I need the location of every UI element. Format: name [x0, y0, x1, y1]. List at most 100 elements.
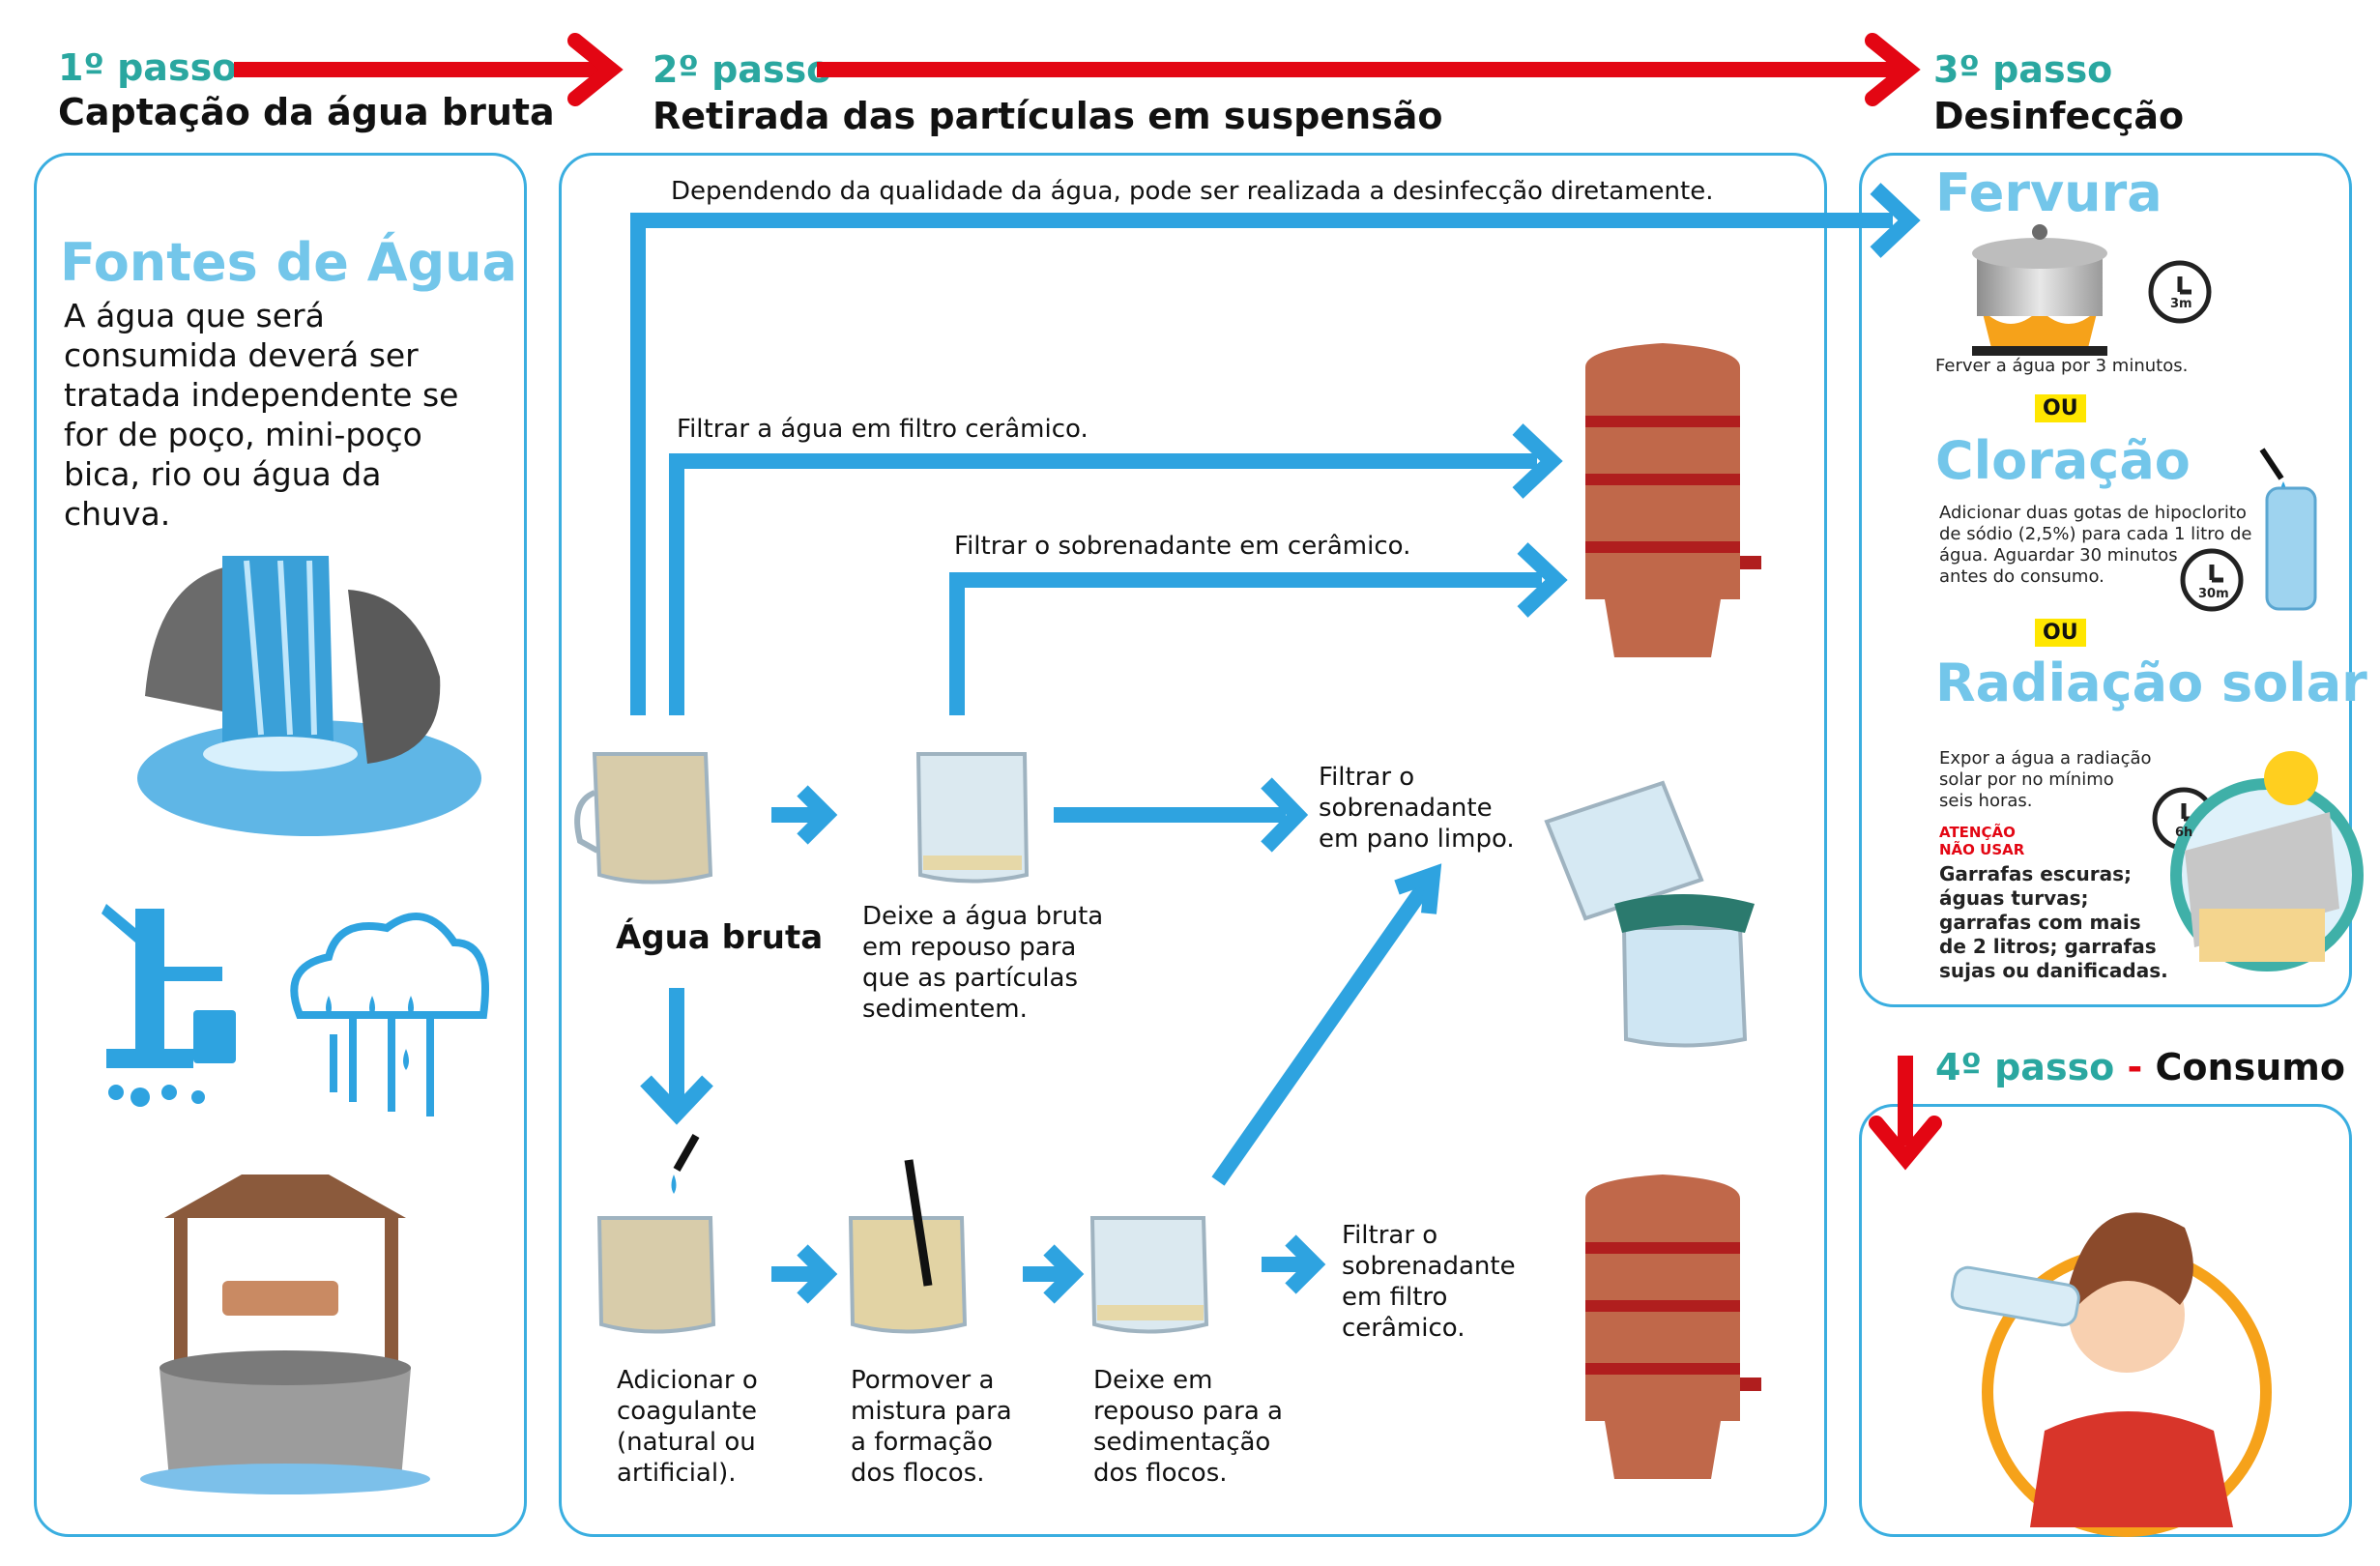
waterfall-icon: [137, 556, 481, 836]
rest-label: Deixe em repouso para a sedimentação dos…: [1093, 1365, 1283, 1489]
treatment-panel: [559, 153, 1827, 1537]
settle-line: que as partículas: [862, 964, 1079, 993]
step2-title: Retirada das partículas em suspensão: [653, 95, 1443, 137]
solar-line: seis horas.: [1939, 791, 2033, 811]
cloth-line: Filtrar o: [1319, 763, 1415, 792]
chlor-line: água. Aguardar 30 minutos: [1939, 545, 2178, 566]
filter2-line: cerâmico.: [1342, 1314, 1466, 1343]
sources-panel: [34, 153, 527, 1537]
ceramic-filter-label: Filtrar o sobrenadante em filtro cerâmic…: [1342, 1220, 1516, 1344]
filter-supernatant-note: Filtrar o sobrenadante em cerâmico.: [954, 532, 1411, 561]
rest-line: Deixe em: [1093, 1366, 1213, 1395]
sources-title: Fontes de Água: [60, 232, 518, 293]
rest-line: dos flocos.: [1093, 1459, 1228, 1488]
solar-clock-label: 6h: [2175, 826, 2193, 840]
solar-disinfection-icon: [2170, 751, 2364, 972]
chlorination-title: Cloração: [1935, 430, 2191, 491]
mix-line: dos flocos.: [851, 1459, 985, 1488]
pitcher-mixing-icon: [848, 1159, 968, 1334]
warning-item: águas turvas;: [1939, 886, 2089, 910]
step4-label: 4º passo: [1935, 1046, 2115, 1088]
filter-ceramic-note: Filtrar a água em filtro cerâmico.: [677, 415, 1088, 444]
pitcher-raw-icon: [574, 752, 713, 884]
settle-line: Deixe a água bruta: [862, 902, 1104, 931]
coagulant-line: Adicionar o: [617, 1366, 758, 1395]
dropper-bottle-icon: [2259, 448, 2317, 611]
warning-item: garrafas com mais: [1939, 911, 2141, 934]
warning-line: ATENÇÃO: [1939, 824, 2016, 841]
step4-dash: -: [2114, 1046, 2156, 1088]
cloth-line: em pano limpo.: [1319, 825, 1515, 854]
sources-text-line: A água que será: [64, 297, 325, 334]
rest-line: sedimentação: [1093, 1428, 1271, 1457]
sources-text-line: for de poço, mini-poço: [64, 416, 422, 453]
pitcher-settling-icon: [915, 752, 1030, 884]
ceramic-filter-icon-bottom: [1585, 1174, 1761, 1479]
sources-text: A água que será consumida deverá ser tra…: [64, 296, 458, 534]
pitcher-coagulant-icon: [596, 1134, 716, 1334]
coagulant-label: Adicionar o coagulante (natural ou artif…: [617, 1365, 758, 1489]
step4-heading: 4º passo - Consumo: [1935, 1046, 2345, 1088]
coagulant-line: artificial).: [617, 1459, 737, 1488]
step1-label: 1º passo: [58, 46, 238, 89]
sources-text-line: chuva.: [64, 495, 171, 533]
step4-title: Consumo: [2155, 1046, 2345, 1088]
boil-title: Fervura: [1935, 162, 2162, 223]
pitcher-rest-icon: [1089, 1216, 1209, 1334]
step3-label: 3º passo: [1933, 48, 2113, 91]
mix-line: Pormover a: [851, 1366, 995, 1395]
chlor-line: de sódio (2,5%) para cada 1 litro de: [1939, 524, 2252, 544]
well-icon: [140, 1174, 430, 1494]
warning-item: sujas ou danificadas.: [1939, 959, 2168, 982]
step2-label: 2º passo: [653, 48, 832, 91]
red-step-arrows: [234, 33, 1942, 1171]
warning-item: Garrafas escuras;: [1939, 862, 2133, 885]
settle-line: em repouso para: [862, 933, 1077, 962]
filter2-line: em filtro: [1342, 1283, 1448, 1312]
boil-clock-label: 3m: [2170, 297, 2192, 311]
or-badge-1: OU: [2035, 394, 2086, 422]
sources-text-line: tratada independente se: [64, 376, 459, 414]
boiling-pot-icon: [1972, 224, 2107, 356]
consumption-panel: [1859, 1104, 2352, 1537]
chlor-line: antes do consumo.: [1939, 566, 2104, 587]
solar-title: Radiação solar: [1935, 652, 2367, 713]
chlor-clock-label: 30m: [2198, 587, 2229, 601]
raw-water-label: Água bruta: [616, 918, 824, 957]
sources-text-line: consumida deverá ser: [64, 336, 419, 374]
mix-line: mistura para: [851, 1397, 1012, 1426]
warning-line: NÃO USAR: [1939, 841, 2025, 858]
filter2-line: Filtrar o: [1342, 1221, 1438, 1250]
solar-line: solar por no mínimo: [1939, 769, 2114, 790]
step3-title: Desinfecção: [1933, 95, 2185, 137]
warning-heading: ATENÇÃO NÃO USAR: [1939, 824, 2024, 858]
mix-line: a formação: [851, 1428, 993, 1457]
sources-text-line: bica, rio ou água da: [64, 455, 382, 493]
warning-items: Garrafas escuras; águas turvas; garrafas…: [1939, 862, 2168, 983]
pitcher-cloth-icon: [1544, 780, 1755, 1048]
rest-line: repouso para a: [1093, 1397, 1283, 1426]
mix-label: Pormover a mistura para a formação dos f…: [851, 1365, 1012, 1489]
settle-label: Deixe a água bruta em repouso para que a…: [862, 901, 1103, 1025]
direct-disinfection-note: Dependendo da qualidade da água, pode se…: [671, 177, 1714, 206]
solar-line: Expor a água a radiação: [1939, 748, 2152, 768]
rain-cloud-icon: [290, 913, 489, 1116]
cloth-filter-label: Filtrar o sobrenadante em pano limpo.: [1319, 762, 1515, 855]
hand-pump-icon: [102, 904, 236, 1107]
settle-line: sedimentem.: [862, 995, 1028, 1024]
disinfection-panel: [1859, 153, 2352, 1007]
blue-flow-arrows: [630, 183, 1921, 1304]
cloth-line: sobrenadante: [1319, 794, 1493, 823]
step1-title: Captação da água bruta: [58, 91, 555, 133]
or-badge-2: OU: [2035, 619, 2086, 647]
ceramic-filter-icon-top: [1585, 343, 1761, 657]
warning-item: de 2 litros; garrafas: [1939, 935, 2157, 958]
filter2-line: sobrenadante: [1342, 1252, 1516, 1281]
coagulant-line: coagulante: [617, 1397, 757, 1426]
chlor-line: Adicionar duas gotas de hipoclorito: [1939, 503, 2247, 523]
solar-text: Expor a água a radiação solar por no mín…: [1939, 748, 2152, 812]
coagulant-line: (natural ou: [617, 1428, 756, 1457]
chlorination-text: Adicionar duas gotas de hipoclorito de s…: [1939, 503, 2251, 588]
boil-text: Ferver a água por 3 minutos.: [1935, 356, 2189, 376]
